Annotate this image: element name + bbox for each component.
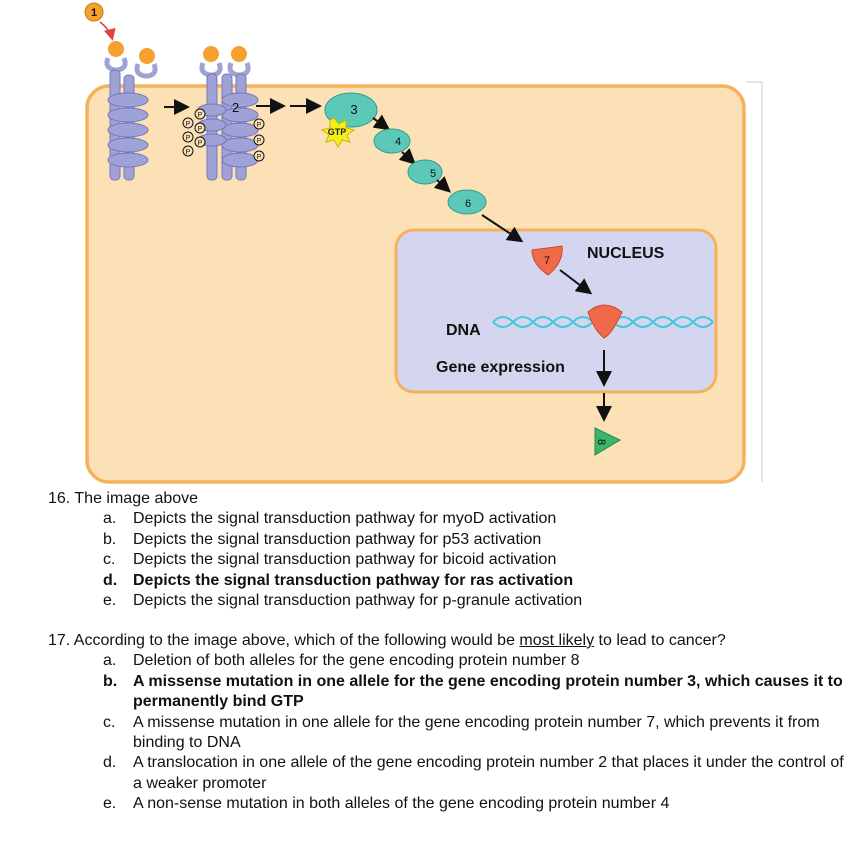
svg-text:P: P	[186, 135, 191, 142]
receptor-inactive	[104, 57, 158, 181]
question-16-stem: 16. The image above	[48, 490, 199, 507]
svg-text:3: 3	[350, 102, 357, 117]
question-16-options: a.Depicts the signal transduction pathwa…	[48, 509, 582, 611]
question-17-option-b: b.A missense mutation in one allele for …	[103, 672, 843, 711]
question-17-option-e: e.A non-sense mutation in both alleles o…	[103, 795, 670, 813]
ligand	[203, 46, 219, 62]
question-17-options: a.Deletion of both alleles for the gene …	[48, 651, 850, 814]
question-17-option-c: c.A missense mutation in one allele for …	[103, 713, 820, 752]
step-2-label: 2	[232, 100, 239, 115]
svg-text:7: 7	[544, 255, 550, 267]
svg-text:P: P	[257, 138, 262, 145]
receptor-active-dimer	[197, 62, 259, 181]
nucleus	[394, 228, 718, 394]
protein-7-bound	[587, 304, 623, 339]
question-17-option-a: a.Deletion of both alleles for the gene …	[103, 652, 580, 670]
svg-text:GTP: GTP	[328, 127, 347, 137]
protein-3: 3	[324, 92, 378, 128]
gene-expression-label: Gene expression	[436, 359, 565, 376]
phosphate-group: P P P P P P	[194, 108, 265, 162]
protein-4: 4	[373, 128, 411, 154]
protein-6: 6	[447, 189, 487, 215]
question-16-option-d: d.Depicts the signal transduction pathwa…	[103, 571, 574, 589]
svg-text:P: P	[198, 126, 203, 133]
svg-text:P: P	[186, 149, 191, 156]
ligand	[139, 48, 155, 64]
svg-text:5: 5	[430, 168, 436, 180]
svg-text:P: P	[257, 122, 262, 129]
dna-label: DNA	[446, 322, 481, 339]
svg-text:P: P	[257, 154, 262, 161]
question-16-option-c: c.Depicts the signal transduction pathwa…	[103, 551, 557, 569]
protein-8: 8	[594, 427, 622, 456]
ligand	[231, 46, 247, 62]
svg-text:8: 8	[595, 439, 607, 445]
nucleus-label: NUCLEUS	[587, 245, 665, 262]
phosphate-group: P P P	[182, 117, 194, 157]
question-17-option-d: d.A translocation in one allele of the g…	[103, 754, 844, 792]
question-17-stem: 17. According to the image above, which …	[48, 632, 726, 649]
svg-text:P: P	[186, 121, 191, 128]
svg-text:P: P	[198, 140, 203, 147]
protein-5: 5	[407, 159, 443, 185]
protein-7: 7	[531, 245, 563, 276]
question-16-option-e: e.Depicts the signal transduction pathwa…	[103, 592, 583, 610]
question-16-option-b: b.Depicts the signal transduction pathwa…	[103, 530, 542, 548]
question-17: 17. According to the image above, which …	[48, 631, 850, 815]
svg-text:1: 1	[91, 7, 97, 19]
svg-text:P: P	[198, 112, 203, 119]
question-16: 16. The image above a.Depicts the signal…	[48, 489, 582, 611]
signal-pathway-diagram: 1 P P P	[84, 2, 763, 484]
gtp-star: GTP	[320, 117, 356, 149]
svg-text:4: 4	[395, 136, 401, 148]
svg-text:6: 6	[465, 198, 471, 210]
question-16-option-a: a.Depicts the signal transduction pathwa…	[103, 510, 557, 528]
step-1-marker: 1	[84, 2, 116, 41]
ligand	[108, 41, 124, 57]
